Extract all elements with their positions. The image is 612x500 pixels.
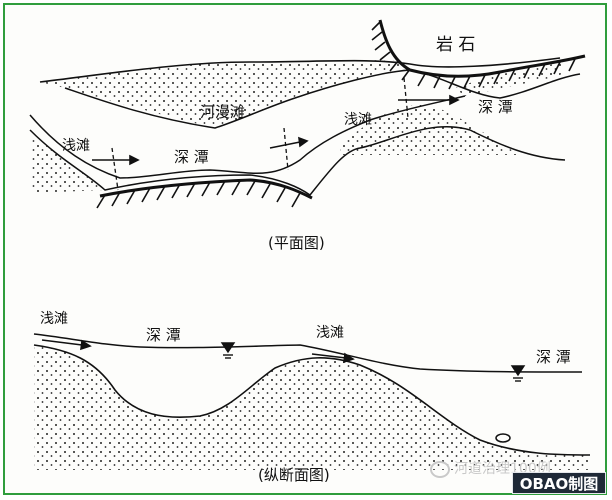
plan-pool-right-label: 深 潭 [478,98,513,116]
profile-pool-right-label: 深 潭 [536,348,571,366]
plan-bottom-hatch-marks [96,180,301,209]
plan-rock-hatch-marks [371,21,576,90]
plan-floodplain-label: 河漫滩 [200,103,245,121]
plan-rock-label: 岩 石 [436,35,475,55]
water-level-symbol-right [510,365,526,382]
plan-pool-left-label: 深 潭 [174,148,209,166]
profile-caption: (纵断面图) [258,466,330,484]
profile-flow-arrow-left [41,339,92,351]
plan-shoal-right-label: 浅滩 [344,112,372,128]
profile-shoal-left-label: 浅滩 [40,311,68,327]
plan-riffle-section-2 [283,127,289,171]
plan-riffle-section-1 [111,147,119,191]
water-level-symbol-left [220,342,236,359]
plan-shoal-left-label: 浅滩 [62,138,90,154]
plan-right-hill-dotted [340,105,520,155]
bed-stone [495,433,511,443]
plan-channel-upper-line [29,95,466,179]
plan-flow-arrow-middle [269,136,309,149]
plan-left-bank-dotted [30,130,105,193]
profile-water-surface [33,333,583,373]
plan-flow-arrow-right [398,94,460,106]
profile-pool-left-label: 深 潭 [146,326,181,344]
plan-rock-hatch [378,19,586,78]
plan-floodplain-inner-line [64,69,581,129]
plan-flow-arrow-left [92,154,140,166]
plan-channel-lower-line [29,125,566,197]
plan-caption: (平面图) [268,234,325,252]
profile-bed-line [33,344,591,456]
profile-flow-arrow-right [311,352,355,364]
plan-outer-bank-line [39,57,561,83]
plan-bottom-hatch-line [99,178,313,200]
profile-view: 浅滩 深 潭 浅滩 深 潭 (纵断面图) [33,311,591,484]
wechat-icon [430,460,450,478]
profile-shoal-right-label: 浅滩 [316,325,344,341]
plan-floodplain-dotted [40,60,410,128]
plan-view: 岩 石 河漫滩 浅滩 深 潭 浅滩 深 潭 (平面图) [29,19,586,252]
profile-bed-dotted [34,345,590,470]
obao-badge: OBAO制图 [512,472,606,494]
